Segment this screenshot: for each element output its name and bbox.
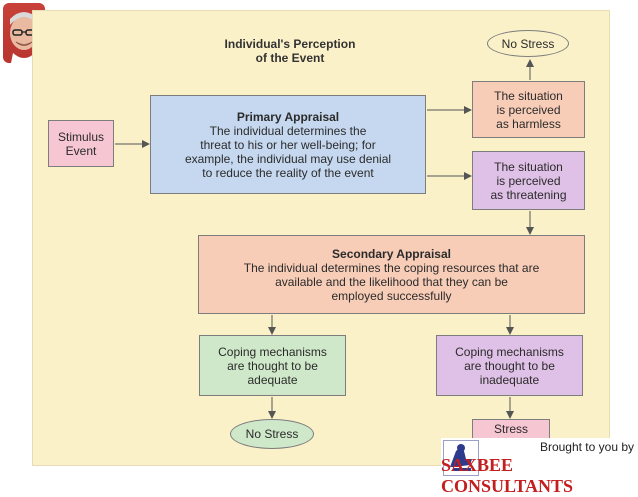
consultant-chair-logo xyxy=(443,440,479,476)
brand-tagline: Brought to you by xyxy=(539,440,634,454)
stimulus-event-box: Stimulus Event xyxy=(48,120,114,167)
threatening-box: The situation is perceived as threatenin… xyxy=(472,151,585,210)
coping-adequate-box: Coping mechanisms are thought to be adeq… xyxy=(199,335,346,396)
coping-inadequate-box: Coping mechanisms are thought to be inad… xyxy=(436,335,583,396)
harmless-box: The situation is perceived as harmless xyxy=(472,81,585,138)
diagram-title: Individual's Perception of the Event xyxy=(224,37,356,65)
flow-arrows xyxy=(115,59,534,419)
no-stress-oval-top: No Stress xyxy=(487,30,569,57)
brand-banner: Brought to you by SAXBEE CONSULTANTS xyxy=(441,438,638,496)
brand-name: SAXBEE CONSULTANTS xyxy=(441,455,574,496)
primary-appraisal-box: Primary Appraisal The individual determi… xyxy=(150,95,426,194)
no-stress-oval-bottom: No Stress xyxy=(230,419,314,449)
secondary-appraisal-box: Secondary Appraisal The individual deter… xyxy=(198,235,585,314)
